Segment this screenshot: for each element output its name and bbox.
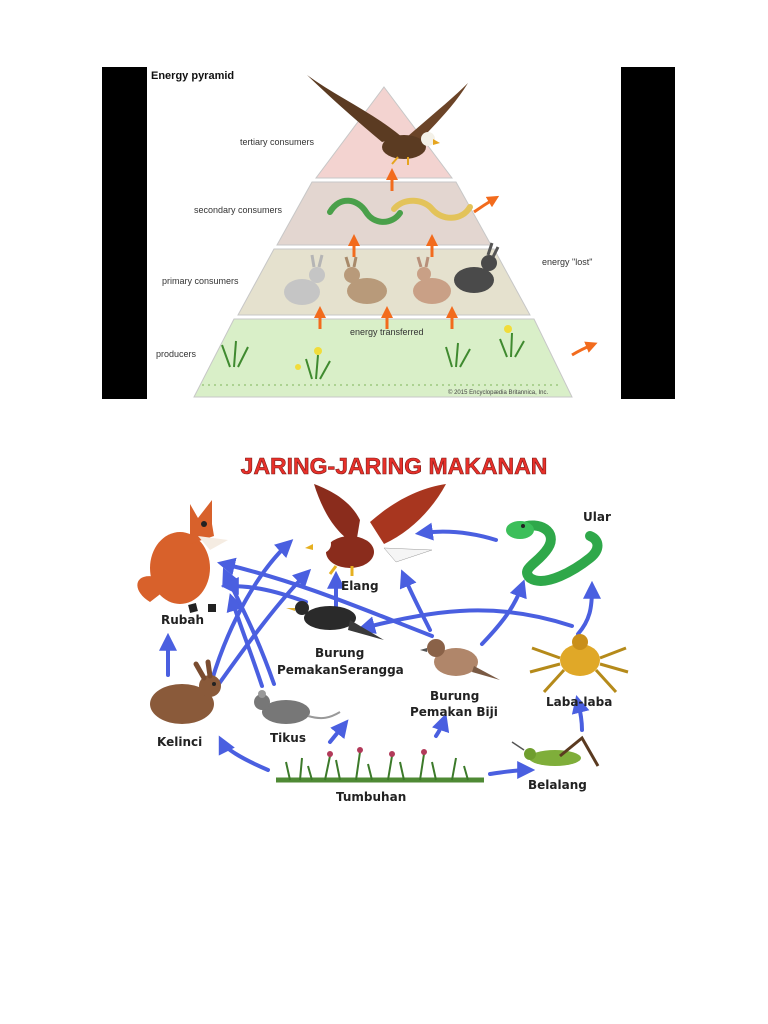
- label-kelinci: Kelinci: [157, 735, 202, 749]
- grasshopper-icon: [511, 735, 600, 767]
- label-belalang: Belalang: [528, 778, 587, 792]
- food-web-title: JARING-JARING MAKANAN: [241, 453, 548, 479]
- grass-icon: [276, 751, 484, 783]
- spider-icon: [529, 634, 629, 694]
- energy-pyramid-panel: Energy pyramid tertiary consumers second…: [102, 67, 675, 399]
- fox-icon: [137, 500, 228, 613]
- pyramid-level-producers: [193, 318, 573, 398]
- energy-pyramid-figure: Energy pyramid tertiary consumers second…: [147, 67, 621, 399]
- energy-lost-arrows: [473, 195, 598, 357]
- copyright-notice: © 2015 Encyclopædia Britannica, Inc.: [448, 389, 548, 396]
- label-burung-serangga-1: Burung: [315, 646, 364, 660]
- mouse-icon: [254, 690, 341, 724]
- label-energy-lost: energy "lost": [542, 257, 592, 267]
- eagle-icon: [307, 75, 468, 165]
- snake-icon-2: [506, 520, 603, 586]
- seed-eater-bird-icon: [420, 639, 500, 680]
- flower-icon: [295, 325, 512, 370]
- insectivore-bird-icon: [286, 601, 384, 640]
- snake-icon: [327, 197, 473, 225]
- label-rubah: Rubah: [161, 613, 204, 627]
- flower-icon-2: [327, 747, 427, 757]
- label-tumbuhan: Tumbuhan: [336, 790, 406, 804]
- label-primary-consumers: primary consumers: [162, 276, 239, 286]
- label-producers: producers: [156, 349, 197, 359]
- plant-icon: [202, 332, 562, 386]
- food-web-figure: JARING-JARING MAKANAN Rubah: [137, 453, 629, 804]
- label-burung-serangga-2: PemakanSerangga: [277, 663, 404, 677]
- energy-transfer-arrows: [314, 168, 458, 329]
- food-web-arrows: [159, 522, 601, 780]
- label-laba-laba: Laba-laba: [546, 695, 612, 709]
- rabbit-icon: [284, 242, 500, 305]
- rabbit-icon-2: [150, 659, 221, 724]
- eagle-icon-2: [305, 484, 446, 576]
- label-burung-biji-1: Burung: [430, 689, 479, 703]
- label-elang: Elang: [341, 579, 379, 593]
- label-ular: Ular: [583, 510, 611, 524]
- label-energy-transferred: energy transferred: [350, 327, 424, 337]
- label-tertiary-consumers: tertiary consumers: [240, 137, 315, 147]
- pyramid-title: Energy pyramid: [151, 70, 234, 82]
- label-burung-biji-2: Pemakan Biji: [410, 705, 498, 719]
- label-tikus: Tikus: [270, 731, 306, 745]
- label-secondary-consumers: secondary consumers: [194, 205, 283, 215]
